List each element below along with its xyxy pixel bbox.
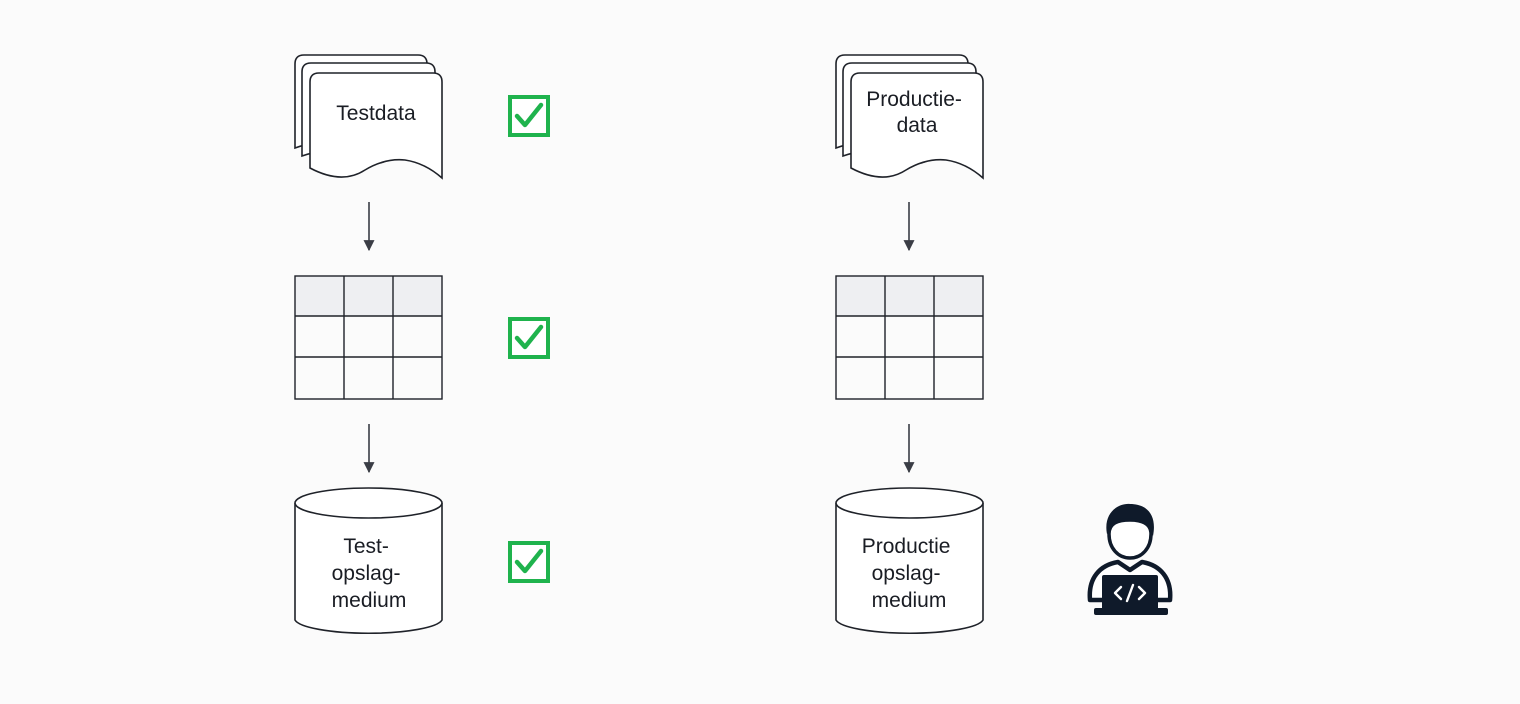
check-icon [508,317,550,359]
table-header-row [836,276,983,316]
test-data-label: Testdata [336,102,416,125]
test-data-documents: Testdata [294,54,443,180]
test-storage-cylinder: Test- opslag- medium [294,487,443,635]
test-column: Testdata Test- opslag- medium [294,54,550,635]
table-header-row [295,276,442,316]
developer-icon [1087,503,1173,615]
check-icon [508,541,550,583]
production-data-table [835,275,984,400]
production-column: Productie- data Productie opslag- medium [835,54,1173,635]
production-storage-cylinder: Productie opslag- medium [835,487,984,635]
production-data-label: Productie- data [866,88,968,137]
test-data-table [294,275,443,400]
check-icon [508,95,550,137]
test-storage-label: Test- opslag- medium [332,535,407,612]
code-icon [1113,583,1147,603]
production-data-documents: Productie- data [835,54,984,180]
production-storage-label: Productie opslag- medium [862,535,957,612]
